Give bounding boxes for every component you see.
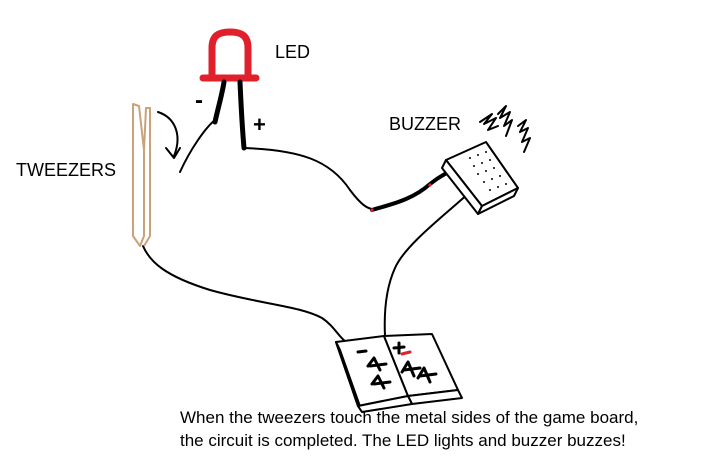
caption: When the tweezers touch the metal sides … <box>180 406 710 452</box>
buzzer-dot <box>493 167 495 169</box>
wire-thick-segment <box>370 166 460 212</box>
wire-tweezers-to-board <box>142 245 347 343</box>
wire-led-plus-to-buzzer <box>243 147 459 211</box>
led-icon <box>199 28 260 151</box>
buzzer-label: BUZZER <box>389 114 461 134</box>
curved-arrow-head <box>165 147 181 159</box>
board-metal-contact <box>416 366 438 384</box>
buzzer-icon <box>441 141 519 215</box>
led-plus-leg <box>237 79 247 151</box>
buzzer-end-face <box>477 187 519 215</box>
led-minus-sign: - <box>195 87 203 114</box>
wire-buzzer-to-board <box>383 191 471 337</box>
sound-wave-icon <box>479 105 531 153</box>
led-minus-leg <box>212 79 227 125</box>
board-minus-mark <box>356 349 368 354</box>
sound-wave-squiggle <box>517 119 531 153</box>
buzzer-dot <box>491 178 493 180</box>
curved-arrow-icon <box>157 111 181 159</box>
wire-red-speck <box>370 208 374 212</box>
sound-wave-squiggle <box>497 105 513 137</box>
buzzer-dot <box>489 159 491 161</box>
buzzer-dots <box>469 151 507 191</box>
board-metal-contact <box>370 374 392 390</box>
buzzer-dot <box>497 186 499 188</box>
wire-red-speck <box>428 183 432 187</box>
wires <box>142 119 471 343</box>
buzzer-dot <box>481 162 483 164</box>
buzzer-dot <box>499 175 501 177</box>
tweezers-left-arm <box>132 103 145 247</box>
led-plus-sign: + <box>253 112 266 137</box>
curved-arrow-shaft <box>157 111 179 157</box>
tweezers-label: TWEEZERS <box>16 160 116 180</box>
board-red-mark <box>400 350 412 356</box>
buzzer-dot <box>477 173 479 175</box>
caption-line-2: the circuit is completed. The LED lights… <box>180 431 626 450</box>
buzzer-dot <box>477 154 479 156</box>
board-metal-contact <box>400 360 422 378</box>
buzzer-dot <box>483 181 485 183</box>
board-metal-contact <box>366 356 388 372</box>
led-label: LED <box>275 42 310 62</box>
led-dome <box>208 28 252 76</box>
buzzer-dot <box>489 189 491 191</box>
buzzer-dot <box>473 165 475 167</box>
buzzer-dot <box>469 157 471 159</box>
game-board-markings <box>356 341 438 390</box>
game-board-bottom-side <box>357 395 413 413</box>
buzzer-dot <box>505 183 507 185</box>
wire-led-minus <box>179 119 216 173</box>
buzzer-dot <box>485 151 487 153</box>
sound-wave-squiggle <box>479 113 499 131</box>
caption-line-1: When the tweezers touch the metal sides … <box>180 408 639 427</box>
tweezers-right-arm <box>143 107 151 247</box>
tweezers-icon <box>132 103 151 247</box>
game-board-icon <box>335 333 463 413</box>
buzzer-dot <box>485 170 487 172</box>
board-plus-mark <box>392 341 406 355</box>
